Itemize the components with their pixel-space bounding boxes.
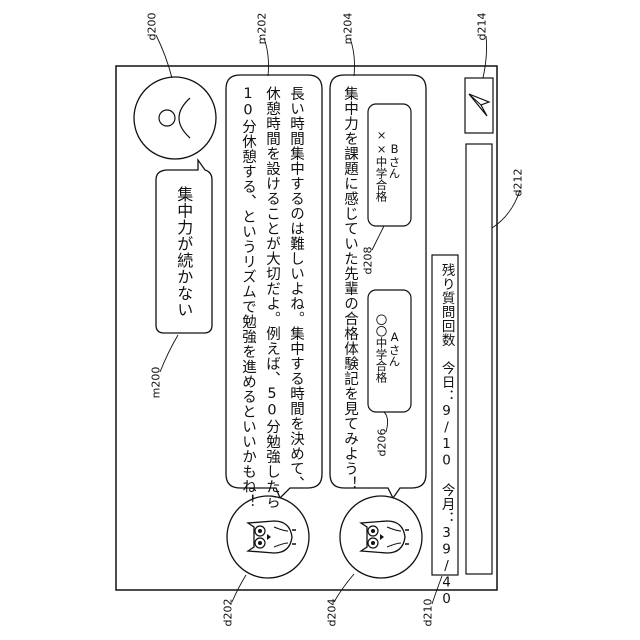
card-b-result: ××中学合格 [373, 128, 389, 202]
label-m202: m202 [255, 13, 268, 45]
label-d200: d200 [145, 13, 158, 41]
owl-avatar-2 [340, 496, 422, 578]
user-message-text: 集中力が続かない [172, 186, 195, 318]
card-a-result: 〇〇中学合格 [373, 314, 389, 383]
label-d210: d210 [421, 599, 434, 627]
label-m200: m200 [149, 367, 162, 399]
user-avatar [134, 77, 216, 159]
label-d208: d208 [361, 247, 374, 275]
send-button[interactable] [465, 78, 493, 133]
bot-message-1-line-3: 10分休憩する、というリズムで勉強を進めるといいかもね！ [237, 86, 258, 509]
remaining-questions-text: 残り質問回数 今日：9/10 今月：39/40 [436, 263, 456, 608]
label-d212: d212 [511, 169, 524, 197]
bot-message-1-line-1: 長い時間集中するのは難しいよね。集中する時間を決めて、 [285, 86, 306, 491]
label-m204: m204 [341, 13, 354, 45]
label-d214: d214 [475, 13, 488, 41]
message-input-field[interactable] [466, 144, 492, 574]
bot-message-1-line-2: 休憩時間を設けることが大切だよ。例えば、50分勉強したら [261, 86, 282, 509]
label-d206: d206 [375, 429, 388, 457]
label-d204: d204 [325, 599, 338, 627]
label-d202: d202 [221, 599, 234, 627]
bot-message-2-text: 集中力を課題に感じていた先輩の合格体験記を見てみよう！ [339, 86, 360, 491]
